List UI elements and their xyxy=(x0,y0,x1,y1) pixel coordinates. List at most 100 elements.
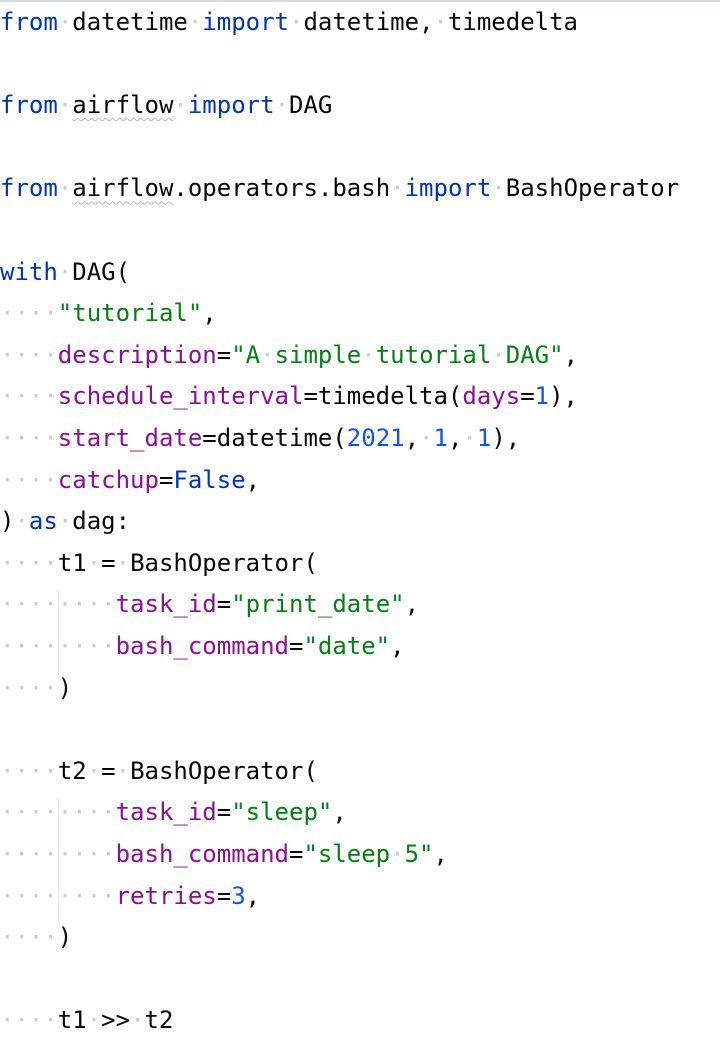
code-token: = xyxy=(520,382,535,411)
code-line[interactable]: ········bash_command="sleep·5", xyxy=(0,837,448,871)
whitespace-marker: ········ xyxy=(0,798,116,827)
whitespace-marker: · xyxy=(57,257,73,286)
whitespace-marker: · xyxy=(57,507,73,536)
code-token: ), xyxy=(491,424,521,452)
code-token: with xyxy=(0,257,58,286)
code-token: from xyxy=(0,174,58,203)
code-token: = xyxy=(216,798,232,827)
whitespace-marker: · xyxy=(390,174,405,203)
whitespace-marker: · xyxy=(390,840,405,868)
code-token: timedelta xyxy=(447,8,578,36)
code-token: = xyxy=(101,756,116,785)
whitespace-marker: ···· xyxy=(0,673,58,702)
code-token: bash_command xyxy=(115,632,289,660)
code-token: , xyxy=(404,590,420,619)
code-token: schedule_interval xyxy=(57,382,304,411)
code-token: retries xyxy=(115,881,217,910)
code-token: BashOperator xyxy=(505,174,680,203)
code-token: DAG" xyxy=(505,340,564,369)
code-token: 1 xyxy=(534,382,550,411)
whitespace-marker: · xyxy=(86,548,102,577)
code-token: airflow xyxy=(72,91,174,120)
whitespace-marker: · xyxy=(115,548,131,577)
whitespace-marker: ········ xyxy=(0,632,116,660)
code-token: False xyxy=(173,465,246,494)
code-token: airflow xyxy=(72,174,174,203)
code-token: 1 xyxy=(433,424,448,452)
code-line[interactable]: ····description="A·simple·tutorial·DAG", xyxy=(0,338,578,372)
code-line[interactable]: ····schedule_interval=timedelta(days=1), xyxy=(0,379,578,413)
code-token: start_date xyxy=(57,424,203,452)
whitespace-marker: · xyxy=(260,340,275,369)
code-line[interactable]: ····t2·=·BashOperator( xyxy=(0,754,318,788)
code-token: t1 xyxy=(57,548,87,577)
whitespace-marker: · xyxy=(57,8,73,36)
code-line[interactable]: ····"tutorial", xyxy=(0,296,217,330)
code-line[interactable]: ········task_id="print_date", xyxy=(0,587,419,621)
code-line[interactable]: ····t1·>>·t2 xyxy=(0,1003,173,1037)
code-token: BashOperator( xyxy=(130,548,318,577)
code-token: , xyxy=(447,424,463,452)
code-line[interactable]: ········retries=3, xyxy=(0,879,260,913)
code-line[interactable]: from·airflow.operators.bash·import·BashO… xyxy=(0,171,679,205)
code-token: , xyxy=(404,424,420,452)
code-token: , xyxy=(563,340,579,369)
whitespace-marker: ···· xyxy=(0,299,58,328)
code-line[interactable]: ····catchup=False, xyxy=(0,463,260,497)
code-token: = xyxy=(216,340,232,369)
whitespace-marker: ········ xyxy=(0,840,116,868)
code-line[interactable]: ········bash_command="date", xyxy=(0,629,405,663)
code-line[interactable]: )·as·dag: xyxy=(0,504,130,538)
code-token: import xyxy=(187,91,275,120)
whitespace-marker: · xyxy=(14,507,29,536)
code-token: , xyxy=(245,881,261,910)
code-token: catchup xyxy=(57,465,159,494)
code-token: , xyxy=(202,299,217,328)
code-line[interactable]: ····start_date=datetime(2021,·1,·1), xyxy=(0,421,520,455)
whitespace-marker: · xyxy=(289,8,304,36)
code-token: 5" xyxy=(404,840,434,868)
indent-guide-t1 xyxy=(58,590,59,674)
code-line[interactable]: ········task_id="sleep", xyxy=(0,795,347,829)
whitespace-marker: · xyxy=(433,8,448,36)
code-token: days xyxy=(462,382,521,411)
whitespace-marker: · xyxy=(86,756,102,785)
code-token: ) xyxy=(0,507,15,536)
code-token: from xyxy=(0,91,58,120)
code-token: , xyxy=(245,465,261,494)
whitespace-marker: · xyxy=(57,91,73,120)
whitespace-marker: ···· xyxy=(0,923,58,952)
code-line[interactable]: from·airflow·import·DAG xyxy=(0,88,332,122)
whitespace-marker: ···· xyxy=(0,1006,58,1035)
code-token: "print_date" xyxy=(231,590,405,619)
code-token: tutorial xyxy=(375,340,492,369)
code-line[interactable]: ····) xyxy=(0,671,72,705)
code-token: 2021 xyxy=(346,424,405,452)
code-token: =datetime( xyxy=(202,424,347,452)
code-token: = xyxy=(288,840,304,868)
whitespace-marker: · xyxy=(419,424,434,452)
whitespace-marker: · xyxy=(491,174,506,203)
code-token: , xyxy=(433,840,448,868)
code-token: "sleep" xyxy=(231,798,333,827)
code-line[interactable]: from·datetime·import·datetime,·timedelta xyxy=(0,5,578,39)
code-token: "sleep xyxy=(303,840,391,868)
code-token: t2 xyxy=(144,1006,174,1035)
code-token: >> xyxy=(101,1006,131,1035)
code-token: = xyxy=(216,881,232,910)
code-token: = xyxy=(101,548,116,577)
code-line[interactable]: ····) xyxy=(0,920,72,954)
whitespace-marker: ···· xyxy=(0,756,58,785)
code-token: DAG( xyxy=(72,257,131,286)
code-token: import xyxy=(202,8,289,36)
code-token: 3 xyxy=(231,881,246,910)
code-line[interactable]: with·DAG( xyxy=(0,255,130,289)
whitespace-marker: · xyxy=(130,1006,145,1035)
code-token: datetime xyxy=(72,8,188,36)
whitespace-marker: · xyxy=(491,340,506,369)
whitespace-marker: · xyxy=(361,340,376,369)
code-token: DAG xyxy=(289,91,333,120)
code-token: "A xyxy=(231,340,261,369)
code-line[interactable]: ····t1·=·BashOperator( xyxy=(0,546,318,580)
